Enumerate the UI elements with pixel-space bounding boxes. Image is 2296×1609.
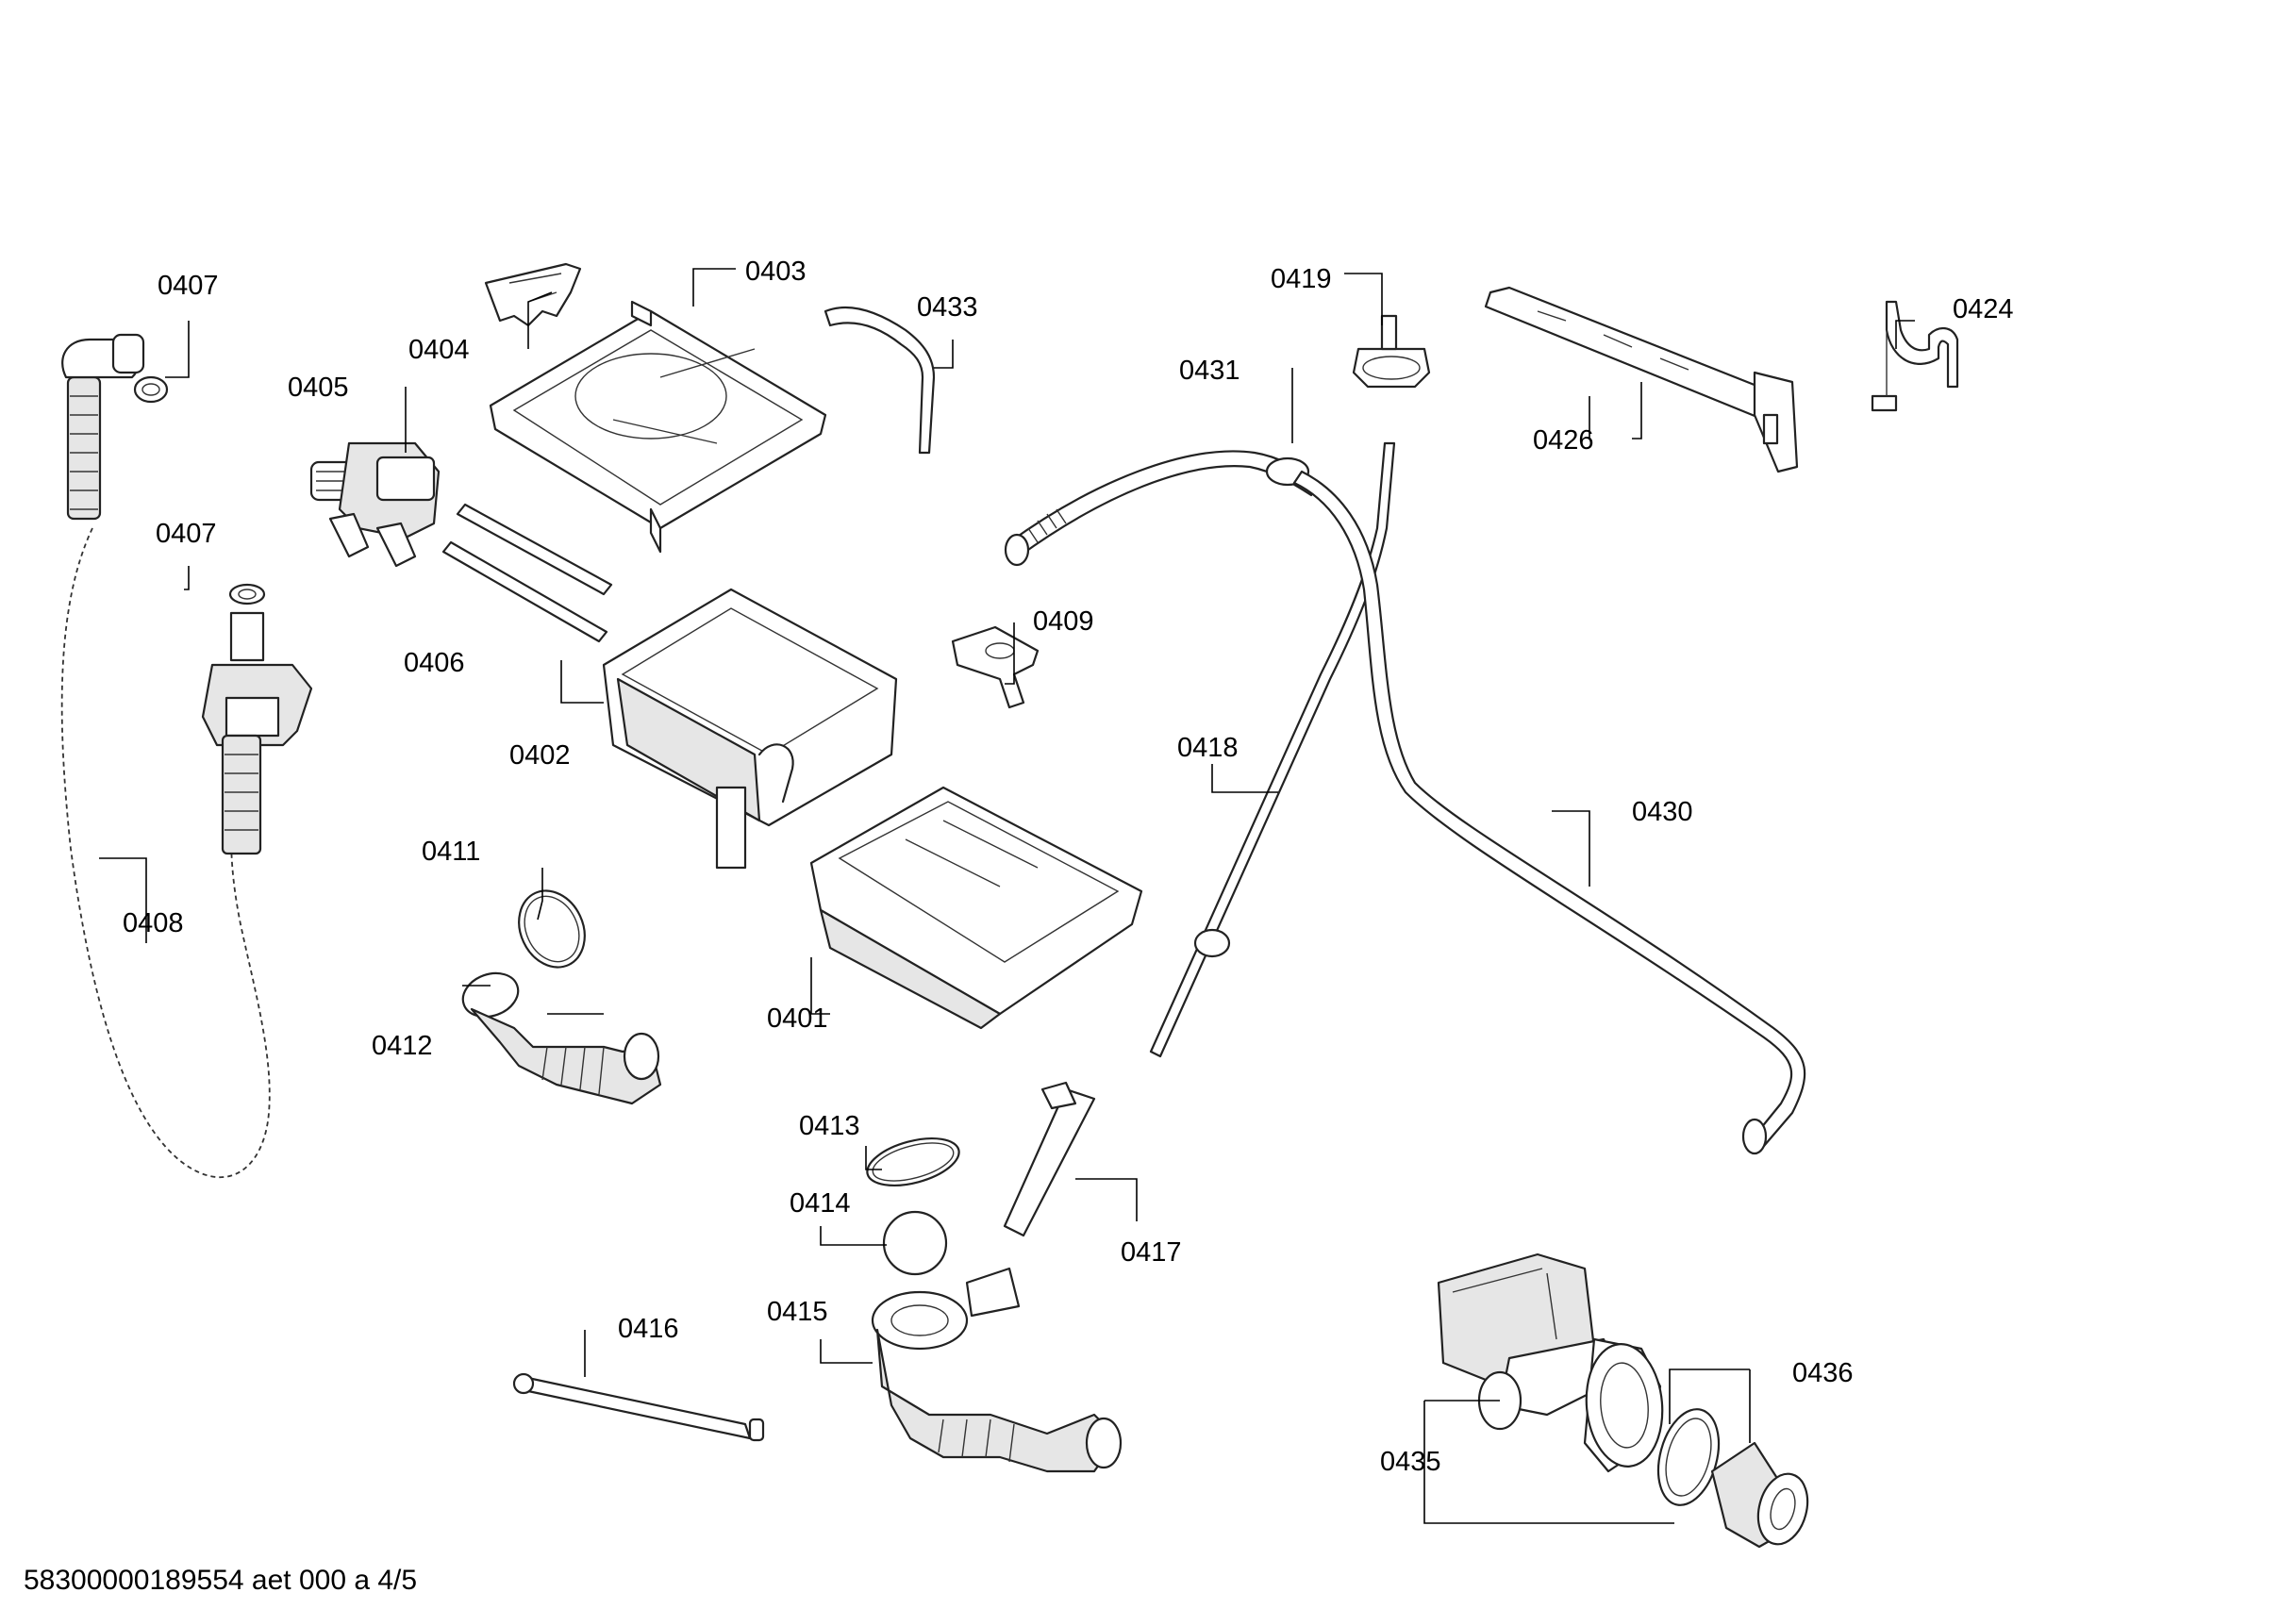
leader-lines xyxy=(99,268,1915,1524)
clip-0409 xyxy=(951,625,1040,709)
label-0430: 0430 xyxy=(1632,797,1693,827)
part-labels: 0407 0407 0408 0404 0405 0403 0433 0406 … xyxy=(123,257,2014,1477)
label-0411: 0411 xyxy=(422,837,480,867)
hose-0430 xyxy=(1292,470,1806,1155)
rods-0406 xyxy=(441,503,613,643)
sump-hose-0415 xyxy=(871,1267,1123,1473)
label-0412: 0412 xyxy=(372,1031,433,1061)
document-reference-footer: 58300000189554 aet 000 a 4/5 xyxy=(24,1565,417,1596)
label-0404: 0404 xyxy=(408,335,470,365)
bellows-hose-0412 xyxy=(461,971,662,1105)
label-0402: 0402 xyxy=(509,740,571,771)
small-hose-0433 xyxy=(824,307,936,455)
label-0408: 0408 xyxy=(123,908,184,938)
label-0417: 0417 xyxy=(1121,1237,1182,1268)
label-0424: 0424 xyxy=(1953,294,2014,324)
drawer-0401 xyxy=(809,786,1143,1030)
label-0403: 0403 xyxy=(745,257,807,287)
label-0407-top: 0407 xyxy=(158,271,219,301)
label-0436: 0436 xyxy=(1792,1358,1854,1388)
label-0418: 0418 xyxy=(1177,733,1239,763)
label-0401: 0401 xyxy=(767,1004,828,1034)
ring-0411 xyxy=(518,889,586,969)
label-0433: 0433 xyxy=(917,292,978,323)
bracket-0426 xyxy=(1484,286,1799,473)
lever-part-0404 xyxy=(484,262,582,327)
cap-0419 xyxy=(1352,314,1431,389)
label-0407-mid: 0407 xyxy=(156,519,217,549)
label-0419: 0419 xyxy=(1271,264,1332,294)
seal-ring-0436 xyxy=(1656,1408,1721,1506)
ball-0414 xyxy=(882,1210,948,1276)
filter-0436 xyxy=(1710,1441,1809,1549)
label-0405: 0405 xyxy=(288,373,349,403)
valve-0405 xyxy=(309,441,441,568)
hose-0416 xyxy=(512,1372,765,1442)
label-0415: 0415 xyxy=(767,1297,828,1327)
label-0431: 0431 xyxy=(1179,356,1240,386)
label-0406: 0406 xyxy=(404,648,465,678)
hook-0424 xyxy=(1871,300,1959,412)
label-0409: 0409 xyxy=(1033,606,1094,637)
inlet-hose-0408 xyxy=(60,333,313,1178)
label-0413: 0413 xyxy=(799,1111,860,1141)
sensor-0417 xyxy=(1003,1081,1096,1237)
ring-0413 xyxy=(866,1137,960,1186)
top-frame-0403 xyxy=(489,300,827,554)
label-0414: 0414 xyxy=(790,1188,851,1219)
dispenser-housing-0402 xyxy=(602,588,898,870)
hose-0431 xyxy=(1004,450,1318,567)
drain-pump-0435 xyxy=(1437,1252,1664,1473)
label-0435: 0435 xyxy=(1380,1447,1441,1477)
label-0426: 0426 xyxy=(1533,425,1594,456)
label-0416: 0416 xyxy=(618,1314,679,1344)
